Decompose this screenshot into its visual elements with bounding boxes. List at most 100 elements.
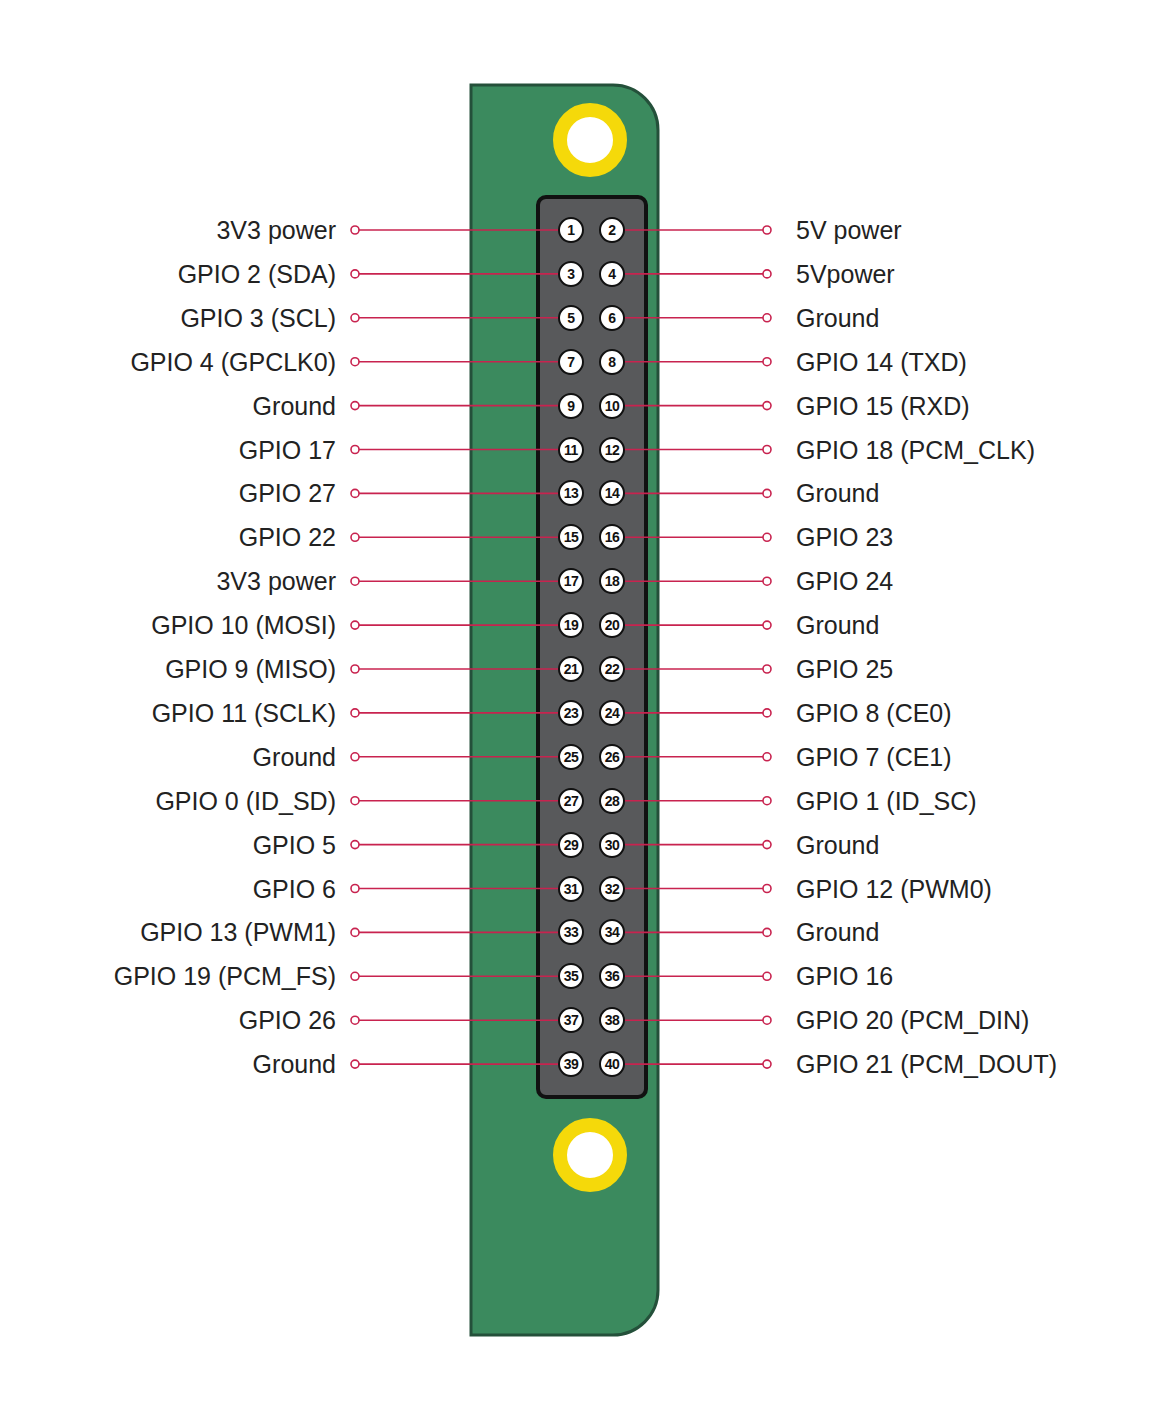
pin-number: 24 bbox=[605, 706, 620, 720]
leader-line bbox=[624, 229, 763, 231]
pin-number: 21 bbox=[564, 662, 579, 676]
leader-lines bbox=[351, 226, 771, 1068]
leader-line bbox=[359, 932, 559, 934]
pin-circle: 16 bbox=[599, 524, 625, 550]
pin-number: 14 bbox=[605, 486, 620, 500]
pin-number: 8 bbox=[608, 355, 615, 369]
pin-number: 32 bbox=[605, 882, 620, 896]
leader-line bbox=[359, 405, 559, 407]
pin-header bbox=[538, 197, 646, 1097]
leader-dot bbox=[351, 489, 359, 497]
leader-line bbox=[359, 1063, 559, 1065]
pin-label: GPIO 0 (ID_SD) bbox=[155, 786, 336, 816]
leader-line bbox=[359, 361, 559, 363]
pin-circle: 10 bbox=[599, 393, 625, 419]
leader-dot bbox=[351, 402, 359, 410]
leader-dot bbox=[763, 621, 771, 629]
pin-circle: 19 bbox=[558, 612, 584, 638]
pin-label: Ground bbox=[796, 610, 879, 640]
pin-number: 6 bbox=[608, 311, 615, 325]
pin-number: 19 bbox=[564, 618, 579, 632]
pin-circle: 9 bbox=[558, 393, 584, 419]
leader-dot bbox=[763, 533, 771, 541]
leader-line bbox=[359, 712, 559, 714]
pin-circle: 38 bbox=[599, 1007, 625, 1033]
pin-label: GPIO 24 bbox=[796, 566, 893, 596]
pin-circle: 33 bbox=[558, 919, 584, 945]
pin-circle: 13 bbox=[558, 480, 584, 506]
pin-circle: 3 bbox=[558, 261, 584, 287]
pin-number: 15 bbox=[564, 530, 579, 544]
pin-label: Ground bbox=[253, 1049, 336, 1079]
leader-dot bbox=[763, 489, 771, 497]
leader-dot bbox=[763, 665, 771, 673]
leader-dot bbox=[351, 577, 359, 585]
pin-circle: 5 bbox=[558, 305, 584, 331]
pin-number: 40 bbox=[605, 1057, 620, 1071]
pin-label: Ground bbox=[796, 303, 879, 333]
pin-circle: 1 bbox=[558, 217, 584, 243]
pin-label: GPIO 7 (CE1) bbox=[796, 742, 952, 772]
leader-dot bbox=[763, 358, 771, 366]
leader-line bbox=[359, 536, 559, 538]
pin-circle: 32 bbox=[599, 876, 625, 902]
leader-line bbox=[359, 273, 559, 275]
pin-number: 7 bbox=[567, 355, 574, 369]
pin-label: GPIO 27 bbox=[239, 478, 336, 508]
pin-circle: 31 bbox=[558, 876, 584, 902]
pin-label: GPIO 2 (SDA) bbox=[178, 259, 336, 289]
leader-line bbox=[624, 932, 763, 934]
pin-label: GPIO 10 (MOSI) bbox=[151, 610, 336, 640]
mounting-hole bbox=[560, 110, 620, 170]
pin-label: GPIO 5 bbox=[253, 830, 336, 860]
leader-dot bbox=[351, 358, 359, 366]
pin-circle: 14 bbox=[599, 480, 625, 506]
pin-number: 22 bbox=[605, 662, 620, 676]
pin-label: GPIO 8 (CE0) bbox=[796, 698, 952, 728]
pin-circle: 2 bbox=[599, 217, 625, 243]
pin-number: 37 bbox=[564, 1013, 579, 1027]
pin-label: GPIO 21 (PCM_DOUT) bbox=[796, 1049, 1057, 1079]
pin-circle: 12 bbox=[599, 437, 625, 463]
leader-dot bbox=[351, 709, 359, 717]
leader-line bbox=[359, 800, 559, 802]
pin-number: 12 bbox=[605, 443, 620, 457]
pin-circle: 28 bbox=[599, 788, 625, 814]
pin-number: 2 bbox=[608, 223, 615, 237]
pin-number: 23 bbox=[564, 706, 579, 720]
circuit-board bbox=[471, 85, 658, 1335]
pin-circle: 34 bbox=[599, 919, 625, 945]
leader-dot bbox=[351, 1060, 359, 1068]
pin-circle: 35 bbox=[558, 963, 584, 989]
pin-circle: 40 bbox=[599, 1051, 625, 1077]
pin-circle: 23 bbox=[558, 700, 584, 726]
pin-circle: 6 bbox=[599, 305, 625, 331]
pin-label: Ground bbox=[253, 391, 336, 421]
leader-dot bbox=[763, 402, 771, 410]
leader-line bbox=[359, 580, 559, 582]
pin-label: Ground bbox=[796, 830, 879, 860]
pin-circle: 8 bbox=[599, 349, 625, 375]
leader-dot bbox=[763, 972, 771, 980]
pin-number: 17 bbox=[564, 574, 579, 588]
pin-label: 5Vpower bbox=[796, 259, 895, 289]
leader-dot bbox=[351, 797, 359, 805]
leader-dot bbox=[763, 577, 771, 585]
pin-circle: 37 bbox=[558, 1007, 584, 1033]
pin-number: 5 bbox=[567, 311, 574, 325]
pin-number: 33 bbox=[564, 925, 579, 939]
pin-circle: 25 bbox=[558, 744, 584, 770]
leader-line bbox=[624, 1019, 763, 1021]
leader-line bbox=[624, 273, 763, 275]
pin-circle: 29 bbox=[558, 832, 584, 858]
pin-label: GPIO 25 bbox=[796, 654, 893, 684]
leader-dot bbox=[763, 226, 771, 234]
leader-line bbox=[359, 844, 559, 846]
pin-label: 5V power bbox=[796, 215, 902, 245]
pin-circle: 20 bbox=[599, 612, 625, 638]
leader-line bbox=[359, 317, 559, 319]
leader-line bbox=[624, 712, 763, 714]
pin-label: GPIO 16 bbox=[796, 961, 893, 991]
leader-line bbox=[359, 756, 559, 758]
leader-line bbox=[624, 493, 763, 495]
